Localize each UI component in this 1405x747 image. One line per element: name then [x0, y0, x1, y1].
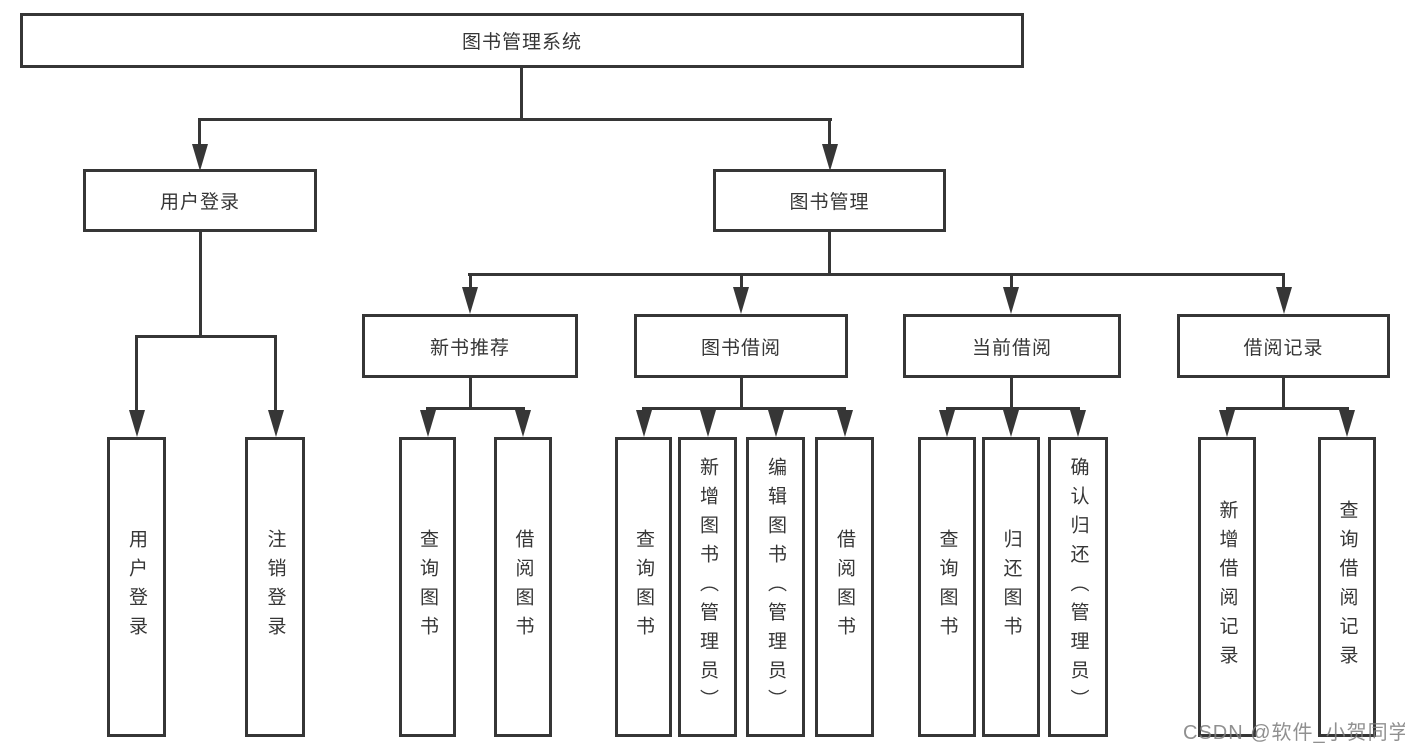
- node-user-login: 用户登录: [83, 169, 317, 232]
- arrowhead-icon: [1070, 410, 1086, 437]
- arrowhead-icon: [939, 410, 955, 437]
- arrowhead-icon: [420, 410, 436, 437]
- arrowhead-icon: [1219, 410, 1235, 437]
- connector-line: [469, 273, 472, 290]
- leaf-add-borrow-record: 新增借阅记录: [1198, 437, 1256, 737]
- connector-line: [1282, 378, 1285, 407]
- connector-line: [740, 378, 743, 407]
- connector-line: [1010, 273, 1013, 290]
- connector-line: [828, 232, 831, 273]
- node-book-management: 图书管理: [713, 169, 946, 232]
- node-root: 图书管理系统: [20, 13, 1024, 68]
- arrowhead-icon: [733, 287, 749, 314]
- connector-line: [1010, 378, 1013, 407]
- connector-line: [740, 273, 743, 290]
- leaf-borrow-book: 借阅图书: [815, 437, 874, 737]
- arrowhead-icon: [268, 410, 284, 437]
- leaf-add-book-admin: 新增图书（管理员）: [678, 437, 737, 737]
- leaf-query-book-current: 查询图书: [918, 437, 976, 737]
- connector-line: [828, 118, 831, 147]
- leaf-borrow-book-recommend: 借阅图书: [494, 437, 552, 737]
- connector-line: [199, 232, 202, 335]
- arrowhead-icon: [1003, 410, 1019, 437]
- arrowhead-icon: [1003, 287, 1019, 314]
- node-borrow-record: 借阅记录: [1177, 314, 1390, 378]
- leaf-logout: 注销登录: [245, 437, 305, 737]
- leaf-user-login: 用户登录: [107, 437, 166, 737]
- leaf-query-borrow-record: 查询借阅记录: [1318, 437, 1376, 737]
- connector-line: [198, 118, 201, 147]
- node-current-borrow: 当前借阅: [903, 314, 1121, 378]
- arrowhead-icon: [636, 410, 652, 437]
- arrowhead-icon: [1276, 287, 1292, 314]
- arrowhead-icon: [700, 410, 716, 437]
- arrowhead-icon: [462, 287, 478, 314]
- connector-line: [642, 407, 846, 410]
- arrowhead-icon: [1339, 410, 1355, 437]
- leaf-edit-book-admin: 编辑图书（管理员）: [746, 437, 805, 737]
- node-new-book-recommend: 新书推荐: [362, 314, 578, 378]
- arrowhead-icon: [768, 410, 784, 437]
- arrowhead-icon: [837, 410, 853, 437]
- connector-line: [274, 335, 277, 412]
- connector-line: [135, 335, 277, 338]
- arrowhead-icon: [822, 144, 838, 171]
- arrowhead-icon: [192, 144, 208, 171]
- connector-line: [135, 335, 138, 412]
- connector-line: [468, 273, 1285, 276]
- leaf-confirm-return-admin: 确认归还（管理员）: [1048, 437, 1108, 737]
- csdn-watermark: CSDN @软件_小贺同学: [1183, 722, 1405, 744]
- node-book-borrow: 图书借阅: [634, 314, 848, 378]
- arrowhead-icon: [515, 410, 531, 437]
- connector-line: [198, 118, 832, 121]
- arrowhead-icon: [129, 410, 145, 437]
- leaf-query-book-borrow: 查询图书: [615, 437, 672, 737]
- leaf-return-book: 归还图书: [982, 437, 1040, 737]
- connector-line: [1282, 273, 1285, 290]
- connector-line: [520, 68, 523, 118]
- connector-line: [469, 378, 472, 407]
- connector-line: [1226, 407, 1348, 410]
- connector-line: [426, 407, 524, 410]
- leaf-query-book-recommend: 查询图书: [399, 437, 456, 737]
